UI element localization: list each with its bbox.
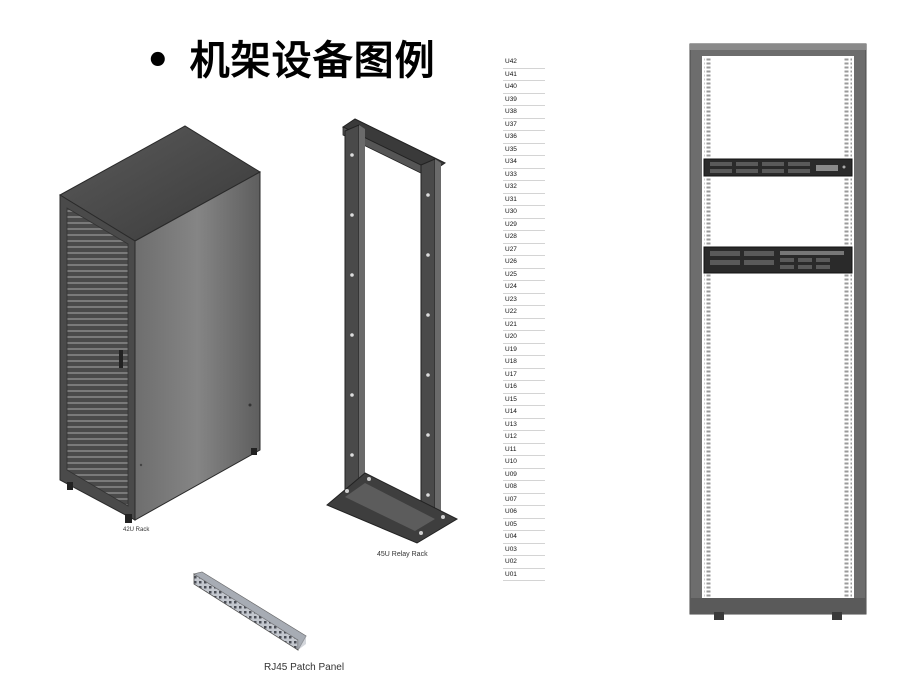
u-position-label: U21 — [503, 319, 545, 331]
u-position-label: U16 — [503, 381, 545, 394]
u-position-label: U08 — [503, 481, 545, 494]
u-position-label: U40 — [503, 81, 545, 94]
u-position-label: U41 — [503, 69, 545, 81]
rack-42u-caption: 42U Rack — [123, 527, 150, 533]
u-position-label: U42 — [503, 56, 545, 69]
u-position-label: U13 — [503, 419, 545, 431]
u-position-label: U06 — [503, 506, 545, 519]
u-position-label: U01 — [503, 569, 545, 581]
u-position-label: U31 — [503, 194, 545, 206]
u-position-label: U07 — [503, 494, 545, 506]
u-position-label: U29 — [503, 219, 545, 231]
u-position-label: U33 — [503, 169, 545, 181]
u-position-label: U28 — [503, 231, 545, 244]
u-position-label: U35 — [503, 144, 545, 156]
u-position-label: U25 — [503, 269, 545, 281]
u-position-label: U18 — [503, 356, 545, 369]
u-position-label: U03 — [503, 544, 545, 556]
u-position-label: U39 — [503, 94, 545, 106]
patch-panel-illustration — [193, 571, 307, 651]
server-1u — [703, 158, 853, 177]
u-position-label: U17 — [503, 369, 545, 381]
rack-42u-illustration — [59, 125, 261, 523]
u-position-label: U04 — [503, 531, 545, 544]
u-position-label: U09 — [503, 469, 545, 481]
u-position-label: U15 — [503, 394, 545, 406]
u-position-label: U02 — [503, 556, 545, 569]
u-position-label: U32 — [503, 181, 545, 194]
u-position-label: U20 — [503, 331, 545, 344]
u-position-label: U12 — [503, 431, 545, 444]
u-position-label: U34 — [503, 156, 545, 169]
u-position-label: U37 — [503, 119, 545, 131]
title-bullet: • — [145, 38, 172, 84]
u-position-label: U19 — [503, 344, 545, 356]
u-position-label: U05 — [503, 519, 545, 531]
title-text: 机架设备图例 — [189, 38, 436, 84]
u-position-label: U24 — [503, 281, 545, 294]
u-position-label: U23 — [503, 294, 545, 306]
relay-rack-illustration — [326, 118, 459, 544]
server-2u — [703, 246, 853, 274]
relay-rack-caption: 45U Relay Rack — [377, 551, 428, 558]
u-position-label: U10 — [503, 456, 545, 469]
u-position-label: U27 — [503, 244, 545, 256]
u-position-label: U26 — [503, 256, 545, 269]
u-position-label: U36 — [503, 131, 545, 144]
u-position-label: U22 — [503, 306, 545, 319]
patch-panel-caption: RJ45 Patch Panel — [264, 662, 345, 673]
slide-title: • 机架设备图例 — [145, 28, 436, 86]
u-position-label: U38 — [503, 106, 545, 119]
u-position-label: U30 — [503, 206, 545, 219]
u-position-label: U11 — [503, 444, 545, 456]
rack-front-view — [689, 43, 867, 620]
u-position-label: U14 — [503, 406, 545, 419]
